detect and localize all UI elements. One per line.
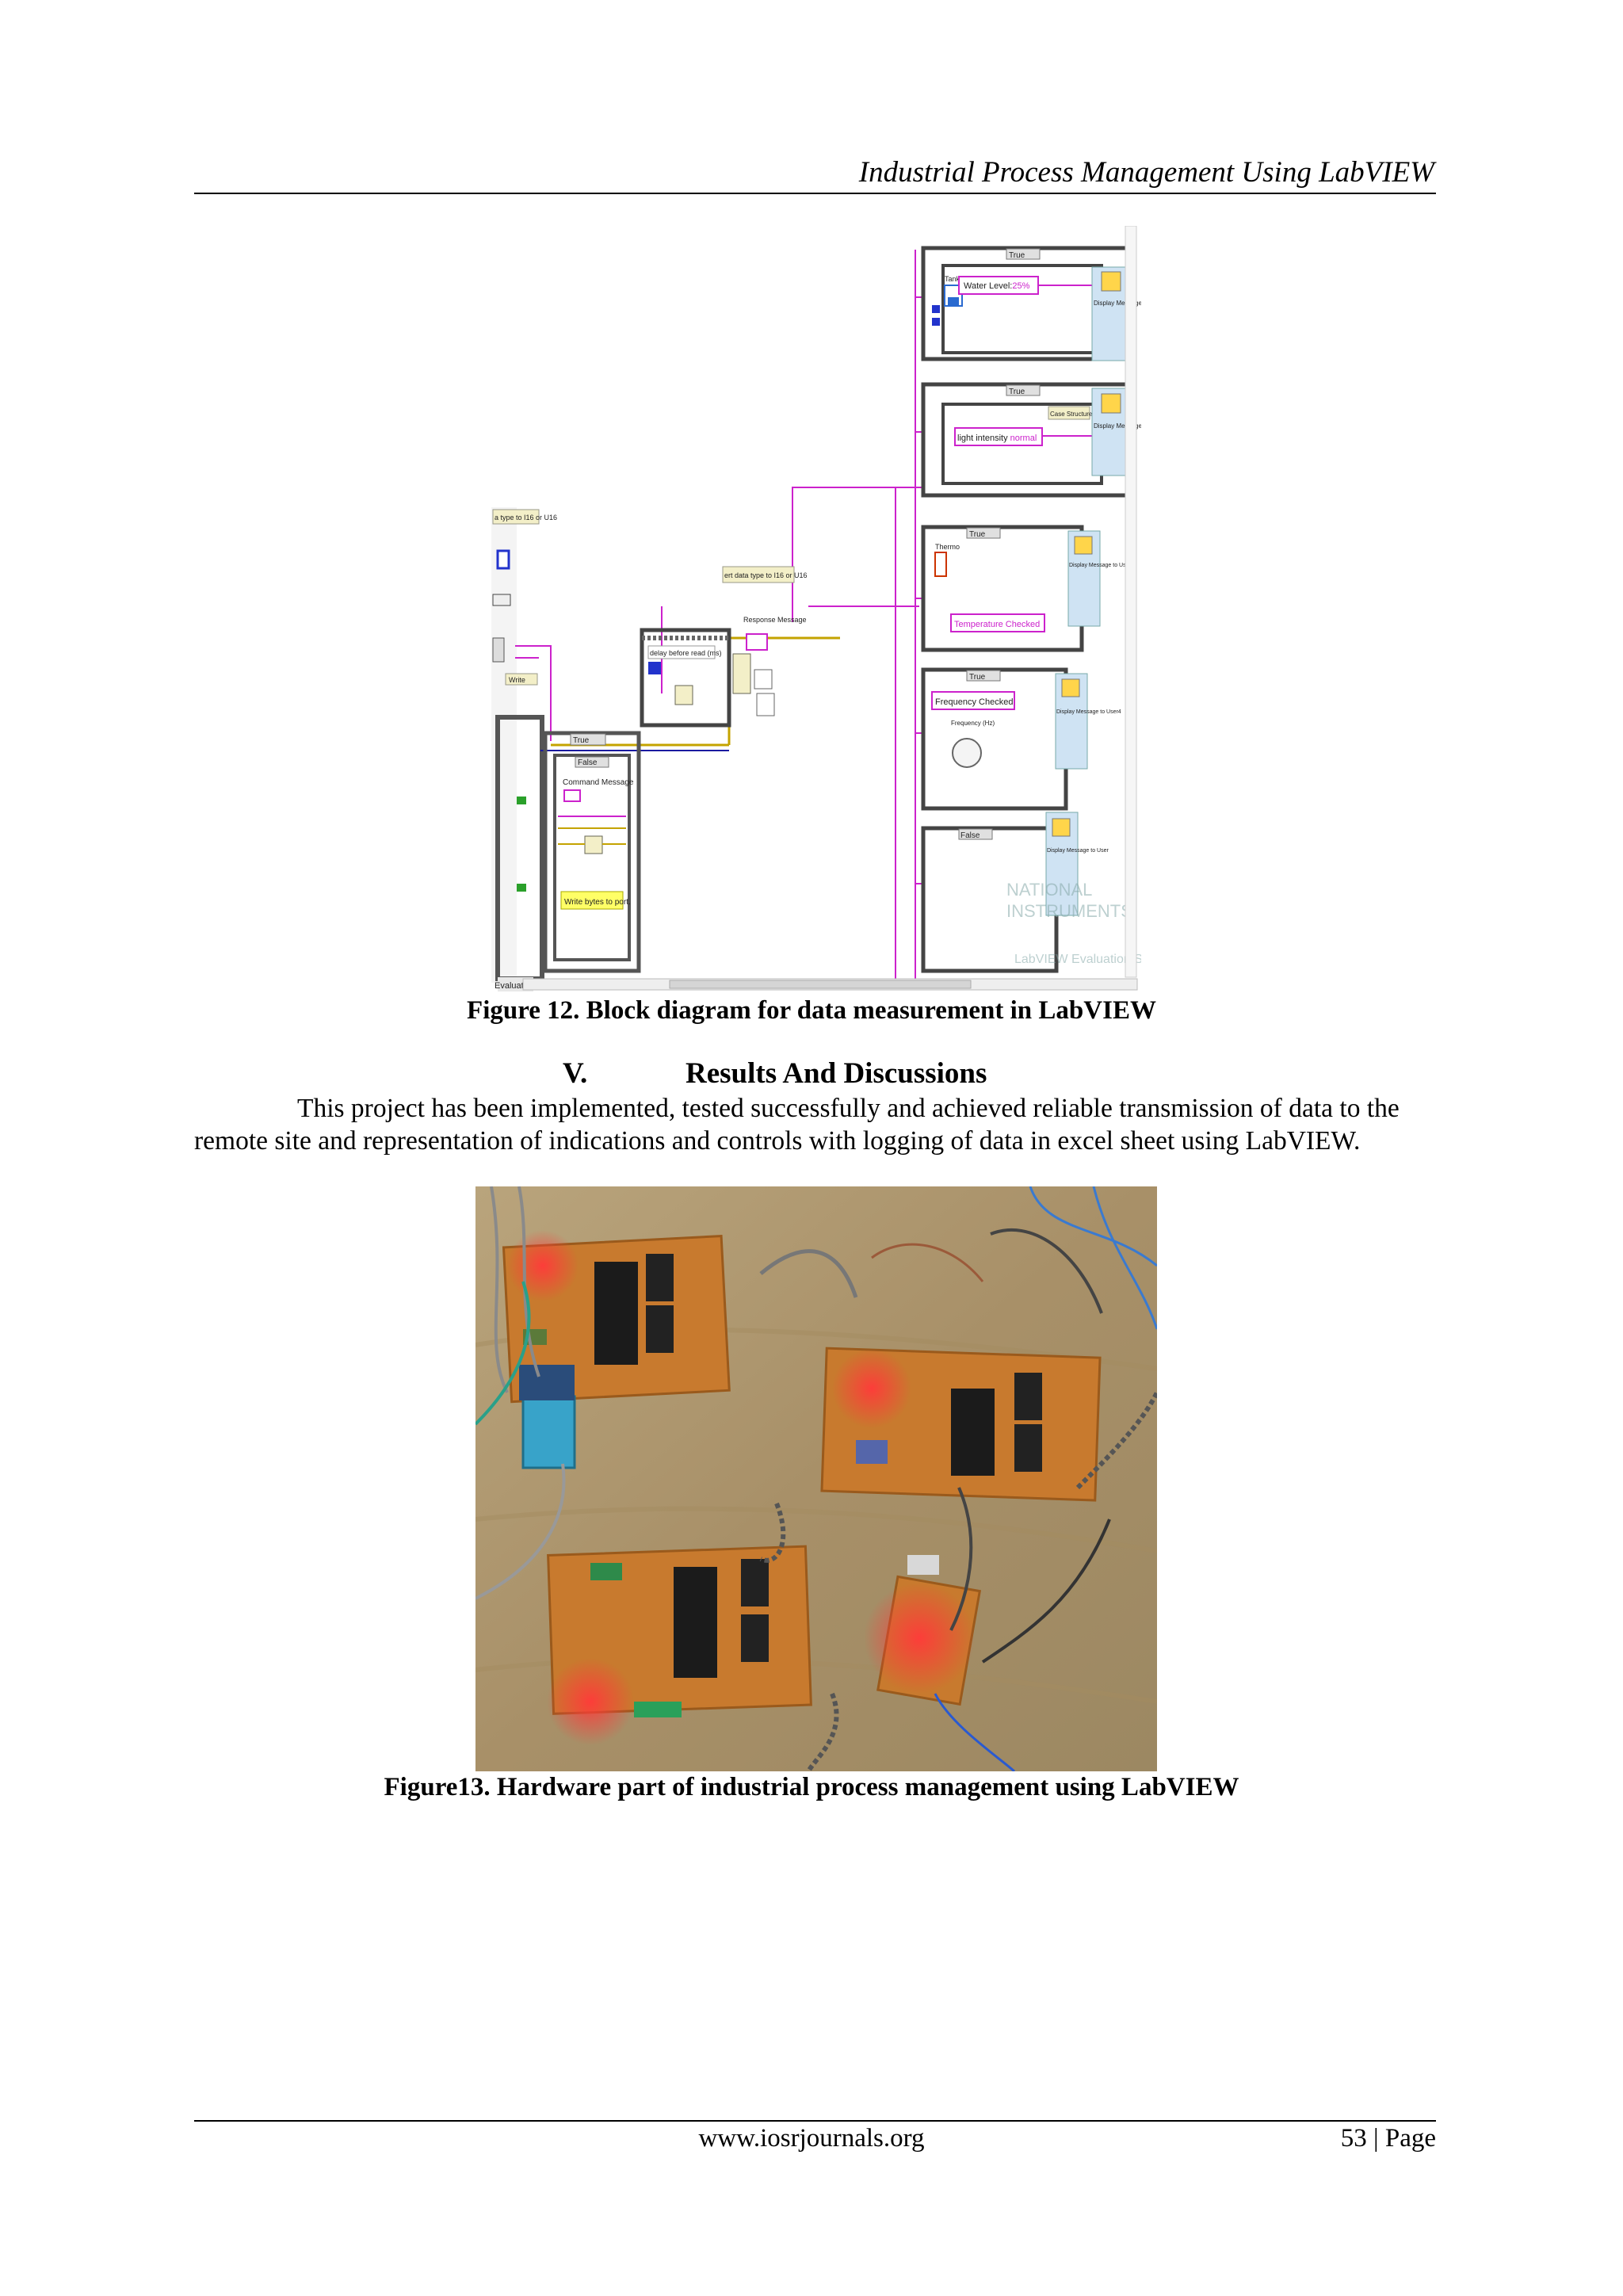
label-frequency: Frequency Checked xyxy=(935,697,1013,707)
watermark-line3: LabVIEW Evaluation Software xyxy=(1014,953,1141,966)
label-display-user4: Display Message to User4 xyxy=(1056,709,1121,715)
display-message-subvi-4: Display Message to User4 xyxy=(1055,673,1121,770)
label-false-case-2: False xyxy=(960,831,980,840)
label-data-type-mid: ert data type to I16 or U16 xyxy=(724,571,808,579)
body-line-1: This project has been implemented, teste… xyxy=(297,1094,1400,1123)
footer-rule xyxy=(194,2120,1436,2122)
svg-text:light intensity normal: light intensity normal xyxy=(957,434,1037,443)
header-rule xyxy=(194,193,1436,194)
figure-12-caption: Figure 12. Block diagram for data measur… xyxy=(467,996,1156,1025)
display-message-subvi-3: Display Message to User3 xyxy=(1067,530,1134,627)
label-true-case-thermo: True xyxy=(969,530,986,539)
display-message-subvi-5: Display Message to User xyxy=(1045,812,1109,916)
label-false-case-1: False xyxy=(578,758,598,767)
watermark-line1: NATIONAL xyxy=(1006,880,1092,900)
ni-watermark: NATIONAL INSTRUMENTS LabVIEW Evaluation … xyxy=(1006,880,1141,966)
label-write: Write xyxy=(509,676,525,684)
label-display-user5: Display Message to User xyxy=(1047,848,1109,854)
label-thermo: Thermo xyxy=(935,543,960,551)
svg-text:Water Level:25%: Water Level:25% xyxy=(964,281,1030,291)
figure-13-caption: Figure13. Hardware part of industrial pr… xyxy=(384,1773,1239,1801)
label-display-user3: Display Message to User3 xyxy=(1069,563,1134,568)
label-true-case-frequency: True xyxy=(969,673,986,682)
label-display-user2: Display Message to User2 xyxy=(1094,300,1141,307)
label-response-message: Response Message xyxy=(743,616,807,624)
label-true-case-1: True xyxy=(573,736,590,745)
section-number: V. xyxy=(563,1057,588,1090)
label-delay: delay before read (ms) xyxy=(650,649,722,657)
label-write-bytes: Write bytes to port. xyxy=(564,898,631,907)
footer-page-number: 53 | Page xyxy=(1340,2124,1436,2153)
label-display-user: Display Message to User xyxy=(1094,422,1141,430)
figure-13-hardware-photo xyxy=(475,1186,1157,1771)
section-title: Results And Discussions xyxy=(685,1057,987,1090)
section-heading: V. Results And Discussions xyxy=(563,1056,987,1091)
body-line-2: remote site and representation of indica… xyxy=(194,1126,1361,1156)
label-water-level-value: 25% xyxy=(1012,281,1029,291)
label-true-case-light: True xyxy=(1009,388,1025,396)
label-water-level: Water Level: xyxy=(964,281,1012,291)
label-command-message: Command Message xyxy=(563,778,634,787)
watermark-line2: INSTRUMENTS xyxy=(1006,901,1132,921)
label-tank: Tank xyxy=(945,275,960,283)
label-temperature: Temperature Checked xyxy=(954,620,1040,629)
label-frequency-hz: Frequency (Hz) xyxy=(951,720,995,727)
running-header-title: Industrial Process Management Using LabV… xyxy=(858,156,1434,189)
label-light-intensity: light intensity xyxy=(957,434,1008,443)
label-data-type-top: a type to I16 or U16 xyxy=(495,514,557,521)
label-light-value: normal xyxy=(1010,434,1037,443)
body-paragraph: This project has been implemented, teste… xyxy=(194,1092,1438,1157)
footer-url: www.iosrjournals.org xyxy=(698,2124,925,2153)
label-case-structure: Case Structure xyxy=(1050,411,1093,418)
figure-12-block-diagram: a type to I16 or U16 Write Evaluation Tr… xyxy=(491,226,1141,995)
label-true-case-tank: True xyxy=(1009,251,1025,260)
